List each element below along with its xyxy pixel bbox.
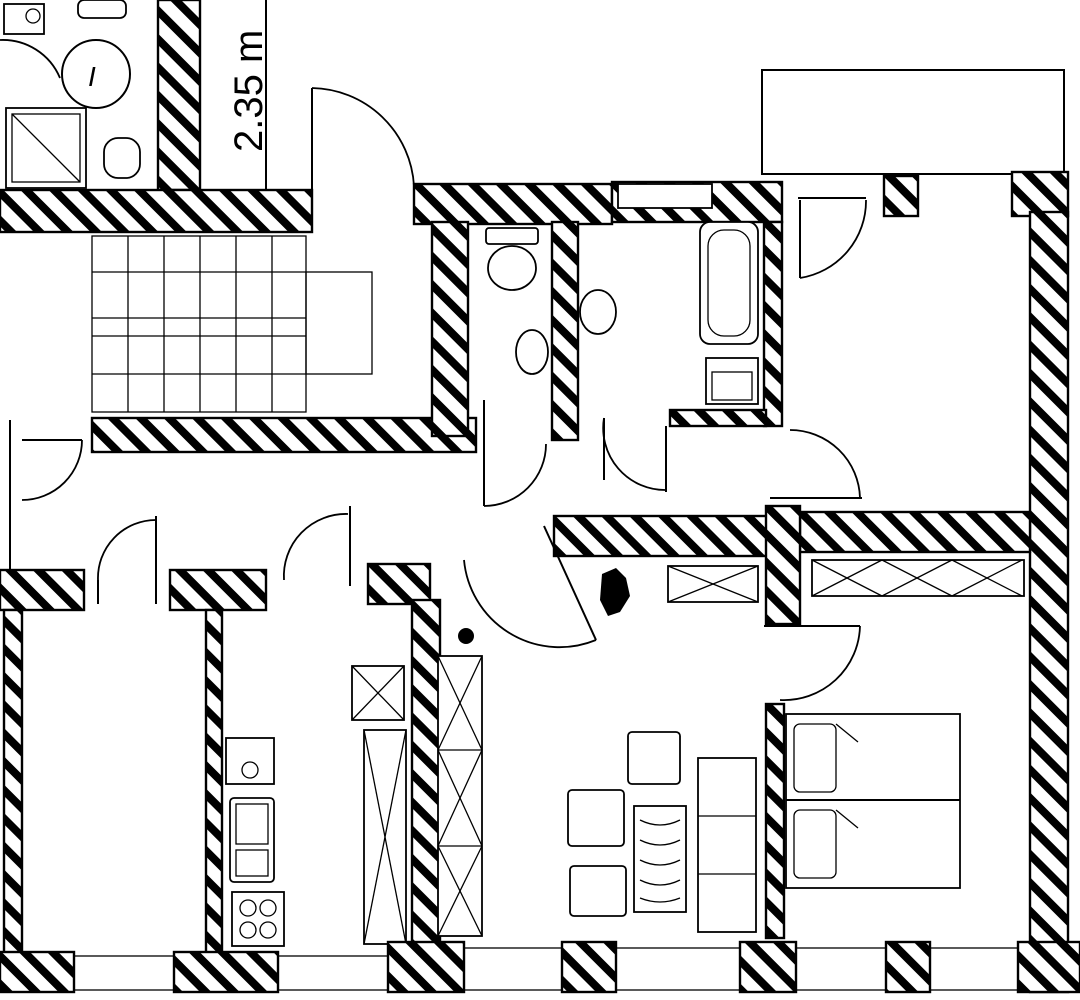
plant-icon bbox=[600, 568, 630, 616]
armchair-icon bbox=[627, 731, 681, 785]
coffee-table-icon bbox=[633, 805, 687, 913]
cistern-icon bbox=[485, 227, 539, 245]
exterior-wall-bottom bbox=[0, 940, 1080, 994]
balcony bbox=[761, 69, 1065, 175]
staircase bbox=[0, 188, 478, 454]
washing-machine-icon bbox=[705, 357, 759, 405]
exterior-wall-right bbox=[1028, 210, 1070, 994]
bathtub-end-icon bbox=[77, 0, 127, 19]
handbasin-icon bbox=[515, 329, 549, 375]
wall-segment bbox=[764, 504, 802, 626]
wall-segment bbox=[552, 514, 770, 558]
bathtub-icon bbox=[699, 221, 759, 345]
living-room bbox=[437, 525, 861, 937]
wall-segment bbox=[1010, 170, 1070, 218]
armchair-icon bbox=[567, 789, 625, 847]
bathroom bbox=[579, 180, 784, 492]
round-symbol-label: I bbox=[88, 61, 96, 92]
round-symbol-icon bbox=[61, 39, 131, 109]
washbasin-icon bbox=[3, 3, 45, 35]
sink-icon bbox=[229, 797, 275, 883]
wc-room bbox=[430, 220, 580, 507]
wall-segment bbox=[882, 174, 920, 218]
fridge-icon bbox=[225, 737, 275, 785]
armchair-icon bbox=[569, 865, 627, 917]
wall-segment bbox=[798, 510, 1032, 554]
toilet-bowl-icon bbox=[487, 245, 537, 291]
kitchen bbox=[225, 506, 442, 970]
room-height-label: 2.35 m bbox=[227, 30, 271, 152]
stove-icon bbox=[231, 891, 285, 947]
washbasin-icon bbox=[579, 289, 617, 335]
wall-segment bbox=[412, 182, 614, 226]
wardrobe-icon bbox=[437, 655, 483, 937]
toilet-icon bbox=[103, 137, 141, 179]
sofa-icon bbox=[697, 757, 757, 933]
wall-segment bbox=[156, 0, 202, 192]
left-room bbox=[0, 516, 268, 982]
bedroom bbox=[764, 559, 1025, 940]
